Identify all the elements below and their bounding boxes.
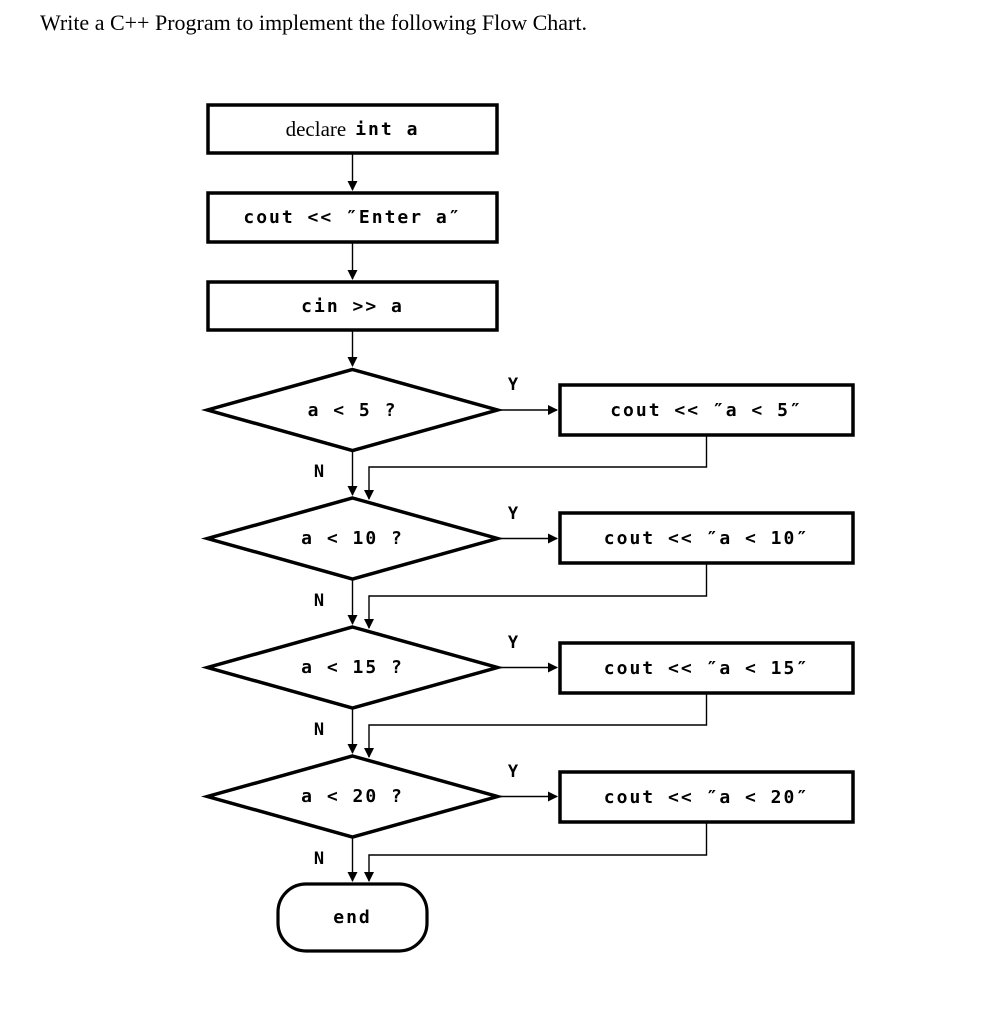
- yes-branch-label-3: Y: [507, 633, 519, 653]
- decision-label-2: a < 10 ?: [301, 528, 404, 549]
- declare-code-text: int a: [355, 118, 420, 140]
- decision-label-3: a < 15 ?: [301, 657, 404, 678]
- yes-action-box-3: [558, 641, 855, 695]
- yes-branch-label-4: Y: [507, 762, 519, 782]
- end-label: end: [333, 907, 372, 928]
- yes-action-label-3: cout << ″a < 15″: [603, 657, 810, 679]
- decision-diamond-2: [200, 496, 505, 581]
- yes-branch-label-1: Y: [507, 375, 519, 395]
- no-branch-label-1: N: [313, 462, 325, 482]
- yes-action-label-4: cout << ″a < 20″: [603, 786, 810, 808]
- return-line-3: [364, 693, 708, 758]
- no-branch-label-4: N: [313, 849, 325, 869]
- declare-keyword-text: declare: [285, 116, 347, 141]
- yes-action-label-2: cout << ″a < 10″: [603, 527, 810, 549]
- decision-label-1: a < 5 ?: [307, 400, 398, 421]
- process-box-read: [206, 280, 499, 332]
- yes-action-label-1: cout << ″a < 5″: [610, 399, 803, 421]
- end-terminator: [276, 882, 429, 953]
- no-branch-label-2: N: [313, 591, 325, 611]
- decision-label-4: a < 20 ?: [301, 786, 404, 807]
- decision-diamond-4: [200, 754, 505, 839]
- return-line-4: [364, 822, 708, 882]
- yes-action-box-1: [558, 383, 855, 437]
- yes-action-box-4: [558, 770, 855, 824]
- yes-action-box-2: [558, 511, 855, 565]
- return-line-1: [364, 435, 708, 500]
- no-branch-label-3: N: [313, 720, 325, 740]
- process-label-prompt: cout << ″Enter a″: [243, 207, 462, 228]
- process-box-prompt: [206, 191, 499, 244]
- decision-diamond-3: [200, 625, 505, 710]
- return-line-2: [364, 563, 708, 629]
- process-label-read: cin >> a: [301, 295, 404, 317]
- yes-branch-label-2: Y: [507, 504, 519, 524]
- process-label-declare: declare int a: [208, 105, 497, 153]
- process-box-declare: [206, 103, 499, 155]
- page-title: Write a C++ Program to implement the fol…: [40, 10, 587, 35]
- decision-diamond-1: [200, 367, 505, 453]
